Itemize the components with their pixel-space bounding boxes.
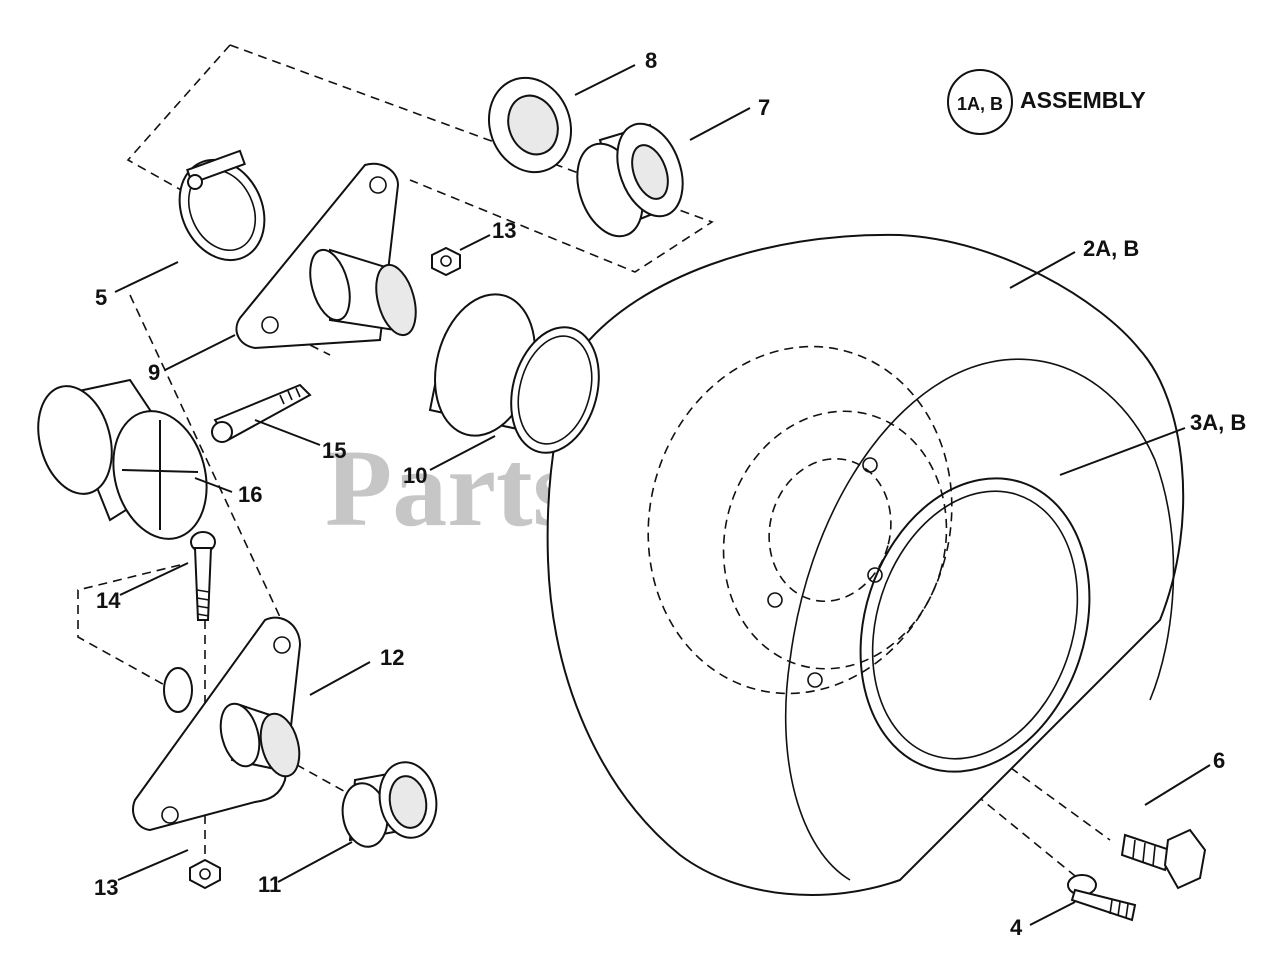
callout-3: 3A, B [1190, 410, 1246, 435]
callout-14: 14 [96, 588, 121, 613]
callout-15: 15 [322, 438, 346, 463]
callout-2: 2A, B [1083, 236, 1139, 261]
callout-8: 8 [645, 48, 657, 73]
hex-nut-lower [189, 858, 221, 890]
callout-12: 12 [380, 645, 404, 670]
assembly-badge-circle [947, 69, 1013, 135]
hex-bolt [1120, 828, 1207, 890]
hose-clamp [178, 149, 266, 262]
callout-7: 7 [758, 95, 770, 120]
callout-13-upper: 13 [492, 218, 516, 243]
callout-5: 5 [95, 285, 107, 310]
callout-16: 16 [238, 482, 262, 507]
bearing [487, 76, 573, 174]
callout-6: 6 [1213, 748, 1225, 773]
spacer-sleeve [576, 122, 684, 238]
flange-bushing [341, 761, 438, 848]
carriage-bolt [190, 531, 216, 621]
callout-13-lower: 13 [94, 875, 118, 900]
shoulder-bolt [211, 383, 312, 443]
assembly-label: ASSEMBLY [1020, 87, 1146, 113]
valve-stem [1067, 874, 1137, 922]
assembly-legend: 1A, B ASSEMBLY [947, 69, 1146, 135]
leader-lines [114, 64, 1211, 926]
mounting-bracket-upper [235, 162, 417, 350]
mounting-bracket-lower [132, 616, 302, 832]
callout-4: 4 [1010, 915, 1023, 940]
hub-spacer [37, 378, 208, 540]
callout-labels: 5 8 7 2A, B 3A, B 13 9 15 16 10 14 12 13… [94, 48, 1246, 940]
callout-11: 11 [258, 872, 281, 897]
callout-9: 9 [148, 360, 160, 385]
callout-10: 10 [403, 463, 427, 488]
hex-nut-upper [431, 246, 461, 277]
tire [546, 233, 1185, 896]
assembly-badge-label: 1A, B [957, 94, 1003, 114]
wheel-bushing-tube [428, 293, 600, 454]
